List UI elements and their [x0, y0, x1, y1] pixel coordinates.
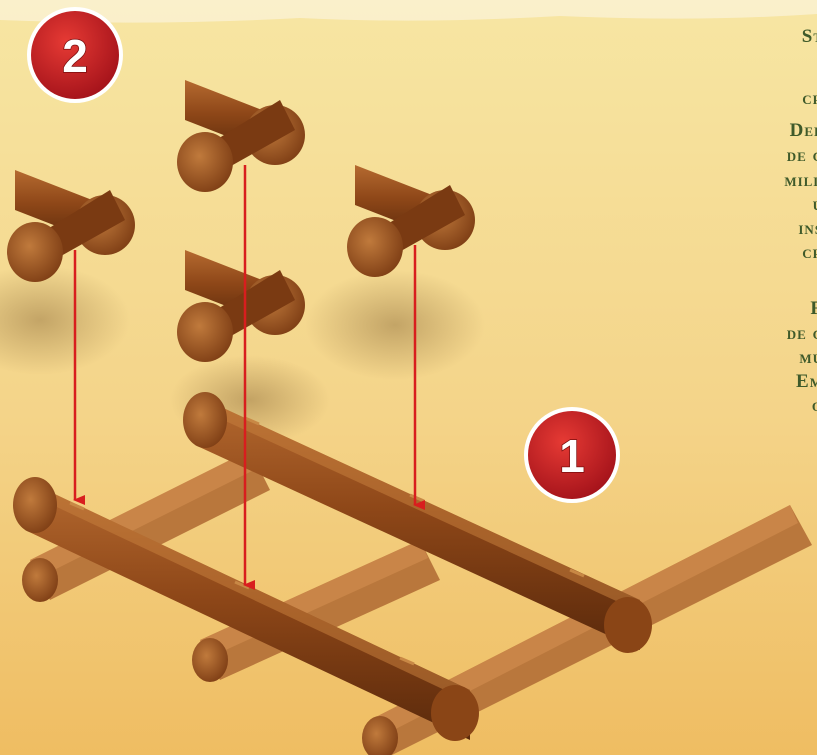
side-text-line: Em [796, 371, 817, 393]
side-text-line: q [812, 395, 817, 417]
side-text-line: de c [787, 323, 817, 345]
side-text-line: Def [790, 120, 817, 142]
side-text-line: St [802, 26, 817, 48]
side-text-line: cr [802, 242, 817, 264]
step-one-badge: 1 [524, 407, 620, 503]
step-two-badge: 2 [27, 7, 123, 103]
side-text-line: cr [802, 88, 817, 110]
side-text-line: u [813, 194, 817, 216]
side-text-line: de c [787, 145, 817, 167]
side-text-line: ins [798, 218, 817, 240]
side-text-line: mu [799, 347, 817, 369]
step-one-number: 1 [559, 430, 585, 482]
shadow [305, 270, 485, 380]
side-text-line: mill [784, 170, 817, 192]
step-two-number: 2 [62, 30, 88, 82]
side-text-line: F [810, 298, 817, 320]
